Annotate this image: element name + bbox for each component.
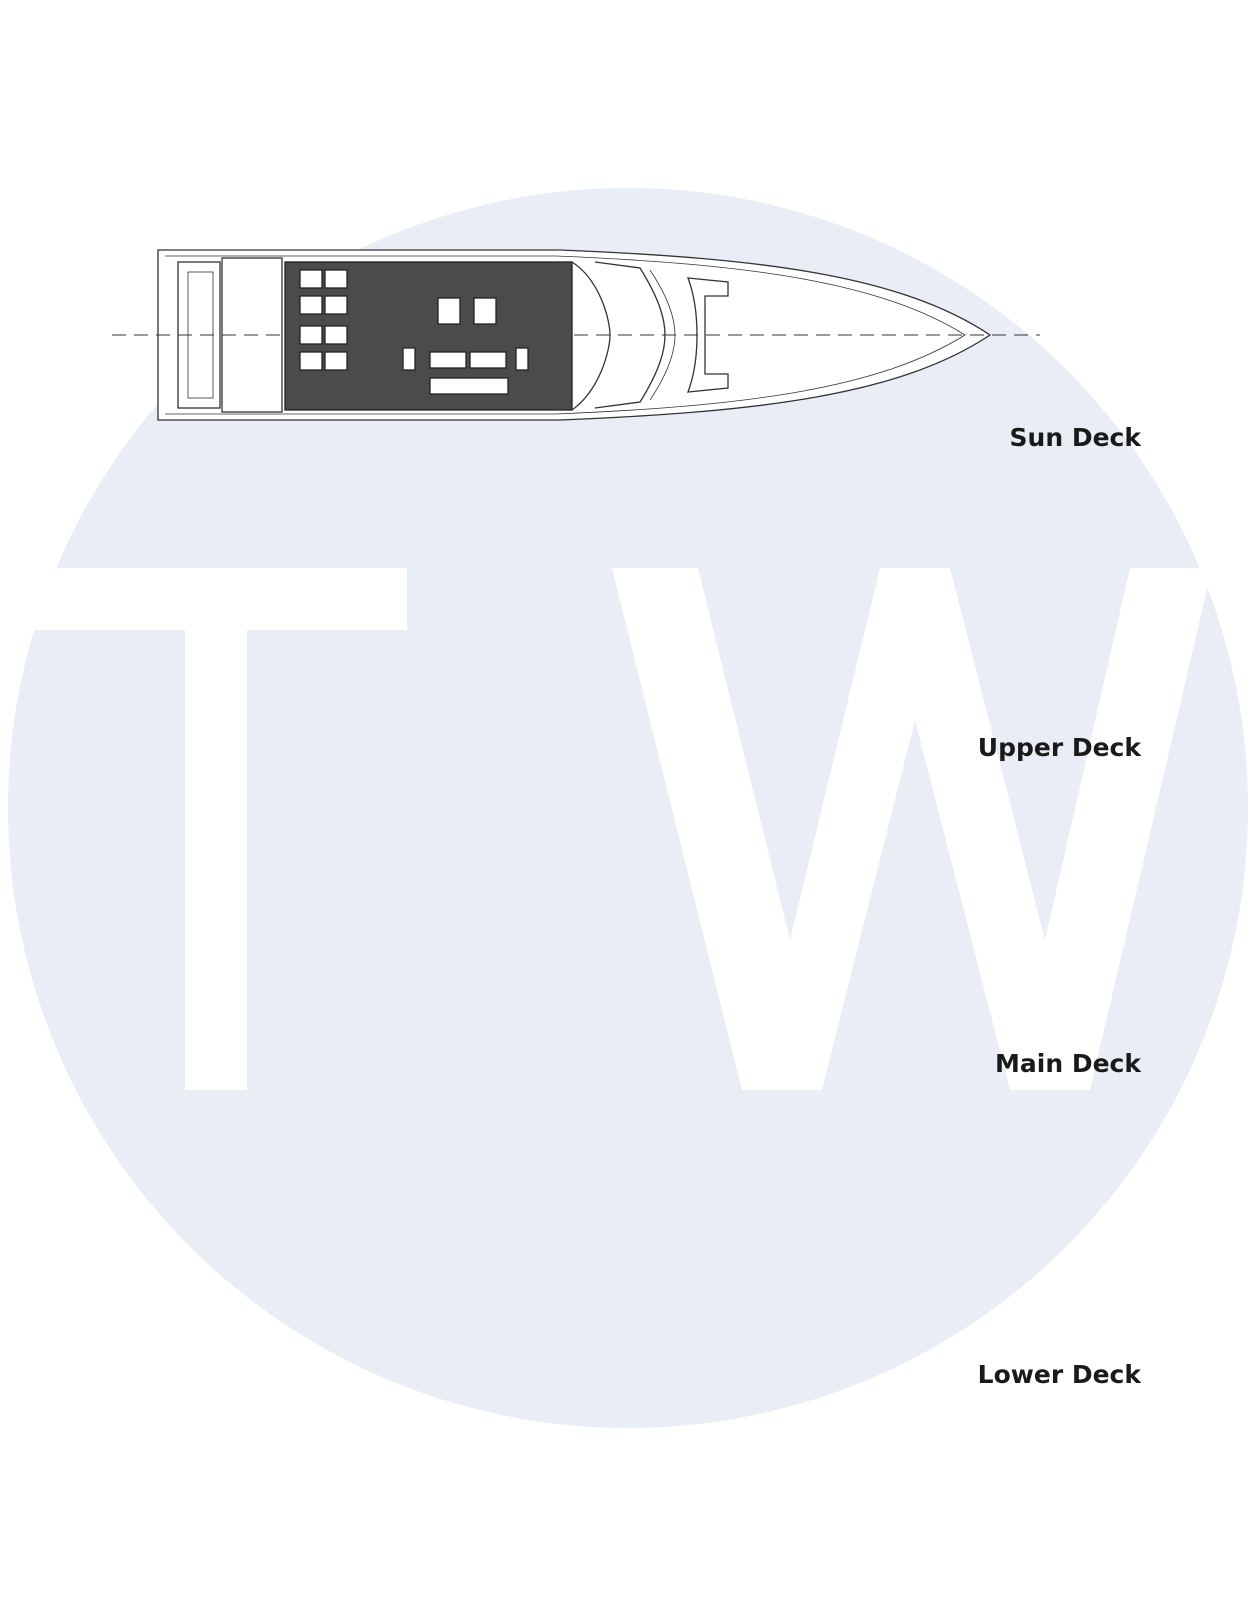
sun-deck-label: Sun Deck bbox=[1009, 423, 1141, 452]
lower-deck-label: Lower Deck bbox=[977, 1360, 1141, 1389]
main-deck-label: Main Deck bbox=[995, 1049, 1141, 1078]
upper-deck-label: Upper Deck bbox=[977, 733, 1141, 762]
sun-deck-plan bbox=[112, 249, 1040, 421]
watermark-letters bbox=[35, 568, 1212, 1090]
watermark-disc bbox=[8, 188, 1248, 1428]
watermark bbox=[8, 188, 1248, 1428]
